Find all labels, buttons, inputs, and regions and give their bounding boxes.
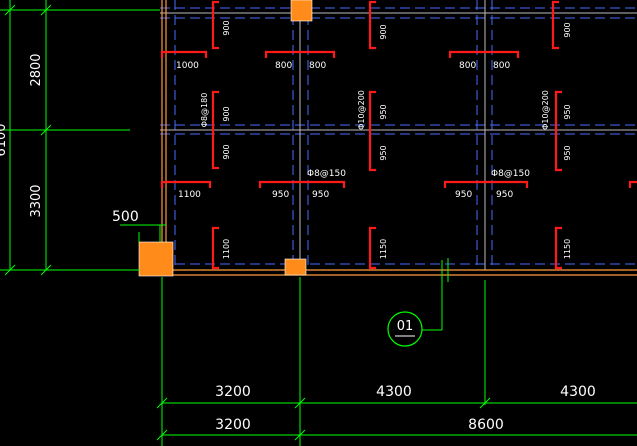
dim-6100-partial: 6100 [0, 123, 9, 156]
rebar-v-900-d: 900 [222, 106, 231, 121]
dim-2800: 2800 [29, 53, 44, 86]
rebar-800-a: 800 [275, 61, 292, 71]
rebar-v-900-c: 900 [563, 22, 572, 37]
rebar-950-c: 950 [455, 190, 472, 200]
rebar-1100: 1100 [178, 190, 201, 200]
rebar-v-950-b: 950 [379, 145, 388, 160]
beam-outline [161, 0, 637, 276]
rebar-v-950-d: 950 [563, 145, 572, 160]
rebar-950-b: 950 [312, 190, 329, 200]
dim-bottom-3200-b: 3200 [215, 417, 251, 433]
rebar-800-c: 800 [459, 61, 476, 71]
axis-bubble-label: 01 [397, 319, 414, 334]
rebar-v-900-e: 900 [222, 144, 231, 159]
rebar-spec-8-150-b: Φ8@150 [491, 169, 530, 179]
rebar-950-a: 950 [272, 190, 289, 200]
rebar-spec-10-200-a: Φ10@200 [357, 90, 366, 130]
axis-lines [160, 0, 637, 270]
rebar-spec-8-150-a: Φ8@150 [307, 169, 346, 179]
rebar-v-950-a: 950 [379, 104, 388, 119]
rebar-950-d: 950 [496, 190, 513, 200]
dim-500: 500 [112, 209, 139, 225]
axis-bubble-01[interactable]: 01 [387, 311, 423, 347]
rebar-v-900-b: 900 [379, 24, 388, 39]
rebar-800-d: 800 [493, 61, 510, 71]
dim-bottom-3200-a: 3200 [215, 384, 251, 400]
rebar-spec-8-180: Φ8@180 [200, 93, 209, 128]
rebar-v-950-c: 950 [563, 104, 572, 119]
grid-lines [160, 0, 637, 270]
dim-3300: 3300 [29, 184, 44, 217]
rebar-v-900-a: 900 [222, 20, 231, 35]
rebar-brackets [160, 0, 637, 270]
dim-bottom-8600: 8600 [468, 417, 504, 433]
column-bottom [284, 258, 307, 276]
column-corner [138, 241, 174, 277]
columns [138, 0, 313, 277]
column-top [290, 0, 313, 22]
rebar-1000: 1000 [176, 61, 199, 71]
rebar-800-b: 800 [309, 61, 326, 71]
rebar-v-1100: 1100 [222, 239, 231, 259]
rebar-v-1150-a: 1150 [379, 239, 388, 259]
dim-bottom-4300-b: 4300 [560, 384, 596, 400]
dim-bottom-4300-a: 4300 [376, 384, 412, 400]
rebar-spec-10-200-b: Φ10@200 [541, 90, 550, 130]
rebar-v-1150-b: 1150 [563, 239, 572, 259]
